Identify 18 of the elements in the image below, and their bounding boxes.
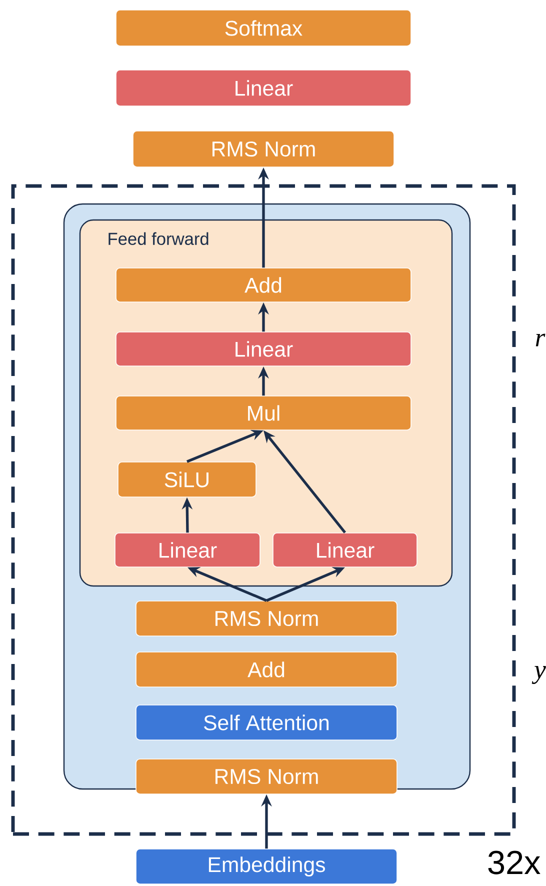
linear-box: Linear <box>116 332 412 366</box>
linear-box: Linear <box>272 532 418 568</box>
layer-box: Embeddings <box>136 848 398 884</box>
layer-box: Add <box>136 652 398 688</box>
layer-box: RMS Norm <box>132 130 394 168</box>
repeat-block-frame <box>11 184 516 836</box>
linear-box: Linear <box>114 532 260 568</box>
layer-box: SiLU <box>118 462 256 498</box>
variable-label: r <box>536 334 546 346</box>
layer-box: RMS Norm <box>136 758 398 794</box>
variable-label: y <box>532 666 546 684</box>
repeat-count: 32x <box>488 850 540 874</box>
layer-box: Self Attention <box>136 704 398 740</box>
layer-box: Softmax <box>116 10 412 46</box>
layer-box: Add <box>116 268 412 302</box>
layer-box: RMS Norm <box>136 600 398 636</box>
linear-box: Linear <box>116 70 412 106</box>
layer-box: Mul <box>116 396 412 430</box>
